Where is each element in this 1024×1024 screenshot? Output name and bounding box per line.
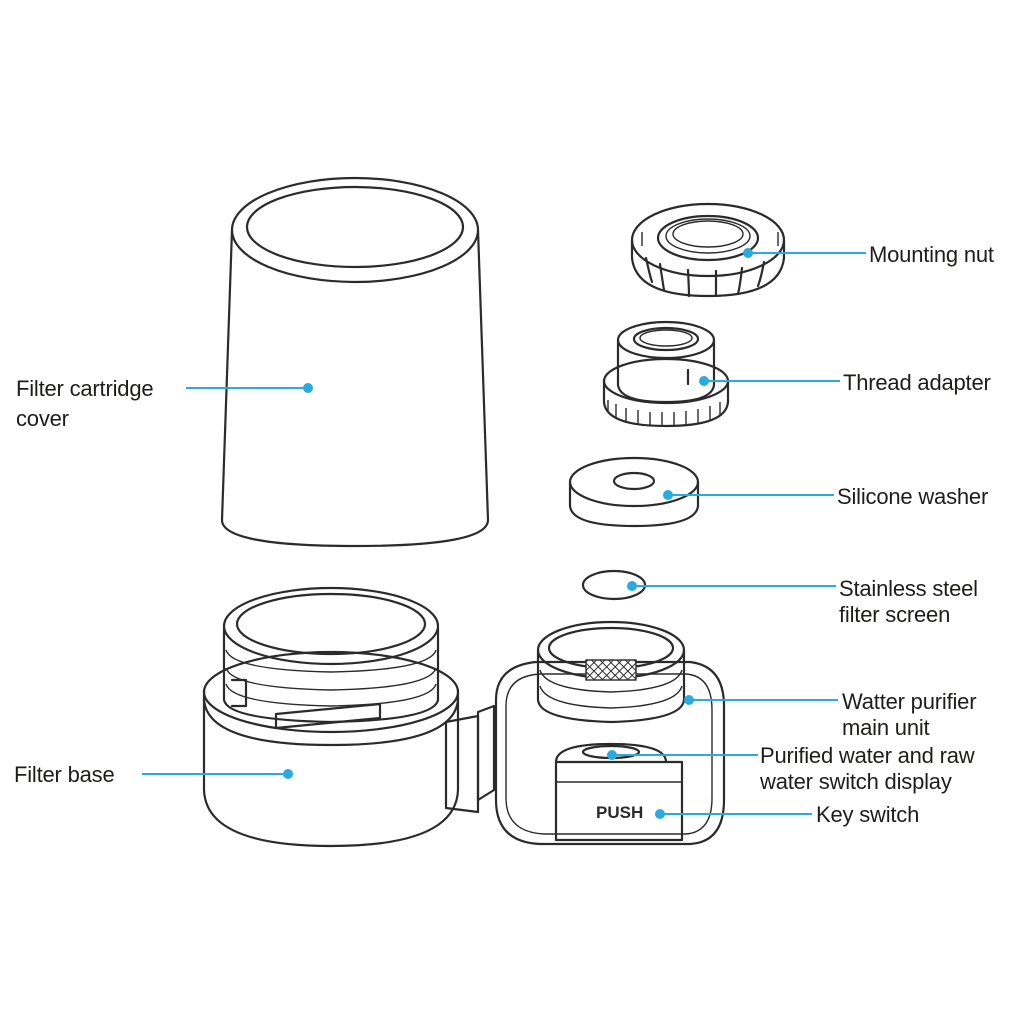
- label-cartridge-cover: Filter cartridge cover: [16, 376, 159, 431]
- silicone-washer: [568, 456, 700, 528]
- label-silicone-washer: Silicone washer: [837, 484, 988, 509]
- label-filter-base: Filter base: [14, 762, 115, 787]
- label-main-unit: Watter purifier main unit: [842, 689, 982, 740]
- filter-cartridge-cover: [220, 176, 490, 548]
- label-filter-screen: Stainless steel filter screen: [839, 576, 984, 627]
- thread-adapter: [602, 320, 730, 428]
- water-purifier-main-unit: PUSH: [494, 620, 726, 846]
- callout-leaders: [142, 248, 866, 819]
- mounting-nut: [630, 202, 786, 298]
- callout-labels: Mounting nut Thread adapter Silicone was…: [14, 242, 994, 827]
- filter-base: [202, 586, 496, 848]
- push-key-label: PUSH: [596, 803, 643, 822]
- label-thread-adapter: Thread adapter: [843, 370, 991, 395]
- label-mounting-nut: Mounting nut: [869, 242, 994, 267]
- label-switch-display: Purified water and raw water switch disp…: [759, 743, 980, 794]
- label-key-switch: Key switch: [816, 802, 919, 827]
